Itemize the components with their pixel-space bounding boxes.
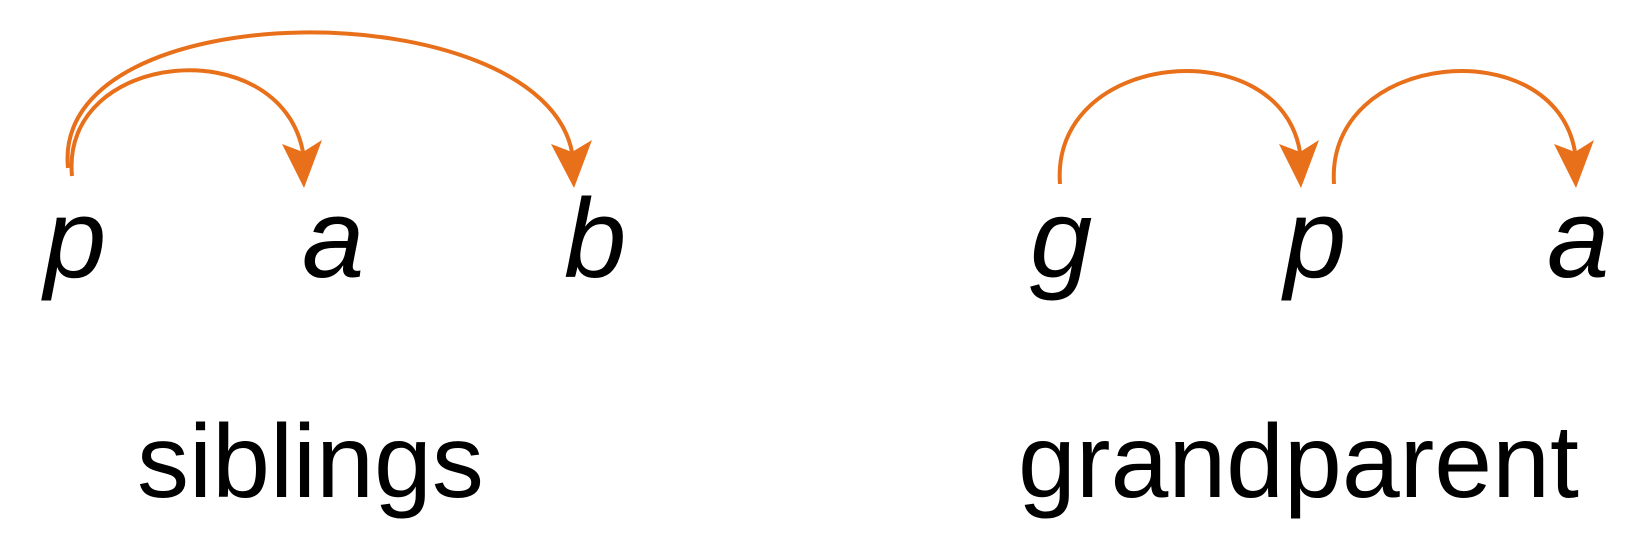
siblings-diagram: p a b siblings xyxy=(41,30,626,520)
edge-p-to-b xyxy=(65,30,574,169)
arrowhead-p-to-b xyxy=(551,140,592,188)
arrowhead-p-to-a-2 xyxy=(1554,140,1594,188)
node-p-2: p xyxy=(1281,176,1346,301)
arrowhead-g-to-p xyxy=(1279,140,1319,188)
caption-grandparent: grandparent xyxy=(1018,404,1579,520)
node-g: g xyxy=(1030,176,1092,301)
caption-siblings: siblings xyxy=(137,404,484,520)
node-b: b xyxy=(564,176,626,301)
node-a-2: a xyxy=(1547,176,1609,301)
grandparent-diagram: g p a grandparent xyxy=(1018,69,1609,520)
node-p: p xyxy=(41,176,106,301)
arrowhead-p-to-a xyxy=(282,140,322,188)
edge-p-to-a-2 xyxy=(1331,69,1577,185)
edge-p-to-a xyxy=(69,68,305,177)
node-a: a xyxy=(302,176,364,301)
edge-g-to-p xyxy=(1057,69,1302,185)
